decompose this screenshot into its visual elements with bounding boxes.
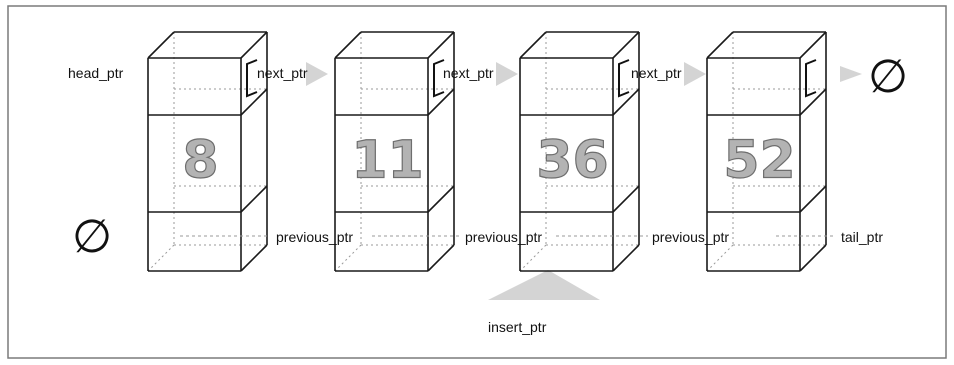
null-symbol-end: ∅ (868, 49, 908, 103)
list-node: 52 (706, 31, 827, 272)
nodes-layer: 8 11 36 52 (147, 31, 827, 272)
previous-ptr-label: previous_ptr (276, 229, 353, 245)
previous-ptr-label: previous_ptr (652, 229, 729, 245)
list-node: 8 (147, 31, 268, 272)
next-ptr-hook-icon (246, 59, 258, 98)
next-ptr-arrow (684, 62, 706, 86)
next-ptr-label: next_ptr (257, 65, 308, 81)
null-symbol-start: ∅ (72, 209, 112, 263)
list-node: 36 (519, 31, 640, 272)
list-node: 11 (334, 31, 455, 272)
node-value: 36 (536, 131, 608, 191)
next-ptr-label: next_ptr (631, 65, 682, 81)
node-value: 11 (351, 131, 423, 191)
diagram-frame (7, 5, 947, 359)
head-ptr-label: head_ptr (68, 65, 124, 81)
next-ptr-label: next_ptr (443, 65, 494, 81)
insert-ptr-arrow (488, 270, 600, 300)
tail-ptr-label: tail_ptr (841, 229, 883, 245)
next-ptr-arrow (306, 62, 328, 86)
next-ptr-hook-icon (805, 59, 817, 98)
next-ptr-hook-icon (618, 59, 630, 98)
node-value: 52 (723, 131, 795, 191)
node-value: 8 (182, 131, 218, 191)
next-ptr-arrow (496, 62, 518, 86)
insert-ptr-label: insert_ptr (488, 319, 547, 335)
next-ptr-hook-icon (433, 59, 445, 98)
next-ptr-arrow (840, 66, 862, 82)
previous-ptr-label: previous_ptr (465, 229, 542, 245)
